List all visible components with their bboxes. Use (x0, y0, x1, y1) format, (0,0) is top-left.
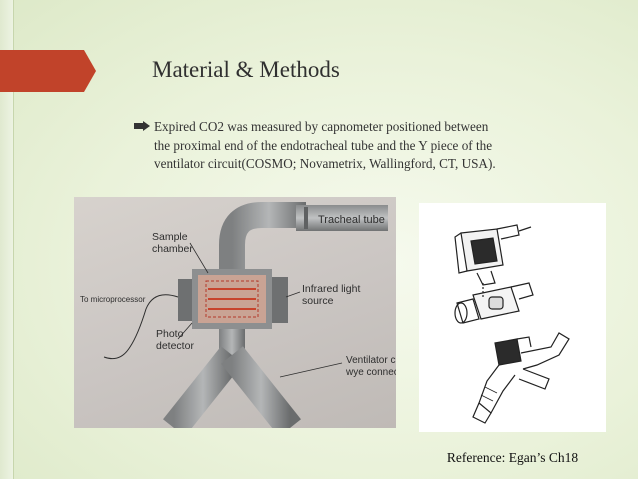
left-decorative-rule (0, 0, 14, 479)
red-title-tab (0, 50, 96, 92)
label-detector: detector (156, 340, 194, 352)
label-microprocessor: To microprocessor (80, 295, 146, 304)
reference-caption: Reference: Egan’s Ch18 (446, 450, 579, 465)
arrow-bullet-icon (134, 121, 150, 131)
label-tracheal-tube: Tracheal tube (318, 214, 385, 226)
label-wye: wye connect (345, 367, 396, 378)
label-photo: Photo (156, 328, 184, 340)
label-infrared-1: Infrared light (302, 283, 360, 295)
label-sample: Sample (152, 231, 188, 243)
label-ventilator: Ventilator cir (346, 355, 396, 366)
label-chamber: chamber (152, 243, 193, 255)
bullet-line-3: ventilator circuit(COSMO; Novametrix, Wa… (154, 156, 496, 171)
capnometer-sensor-illustration (419, 203, 606, 432)
bullet-text: Expired CO2 was measured by capnometer p… (154, 118, 614, 174)
bullet-line-2: the proximal end of the endotracheal tub… (154, 137, 493, 153)
bullet-line-1: Expired CO2 was measured by capnometer p… (154, 119, 489, 134)
capnometer-diagram-photo: Tracheal tube Sample chamber To micropro… (74, 197, 396, 428)
slide-title: Material & Methods (152, 57, 340, 82)
label-infrared-2: source (302, 295, 334, 307)
